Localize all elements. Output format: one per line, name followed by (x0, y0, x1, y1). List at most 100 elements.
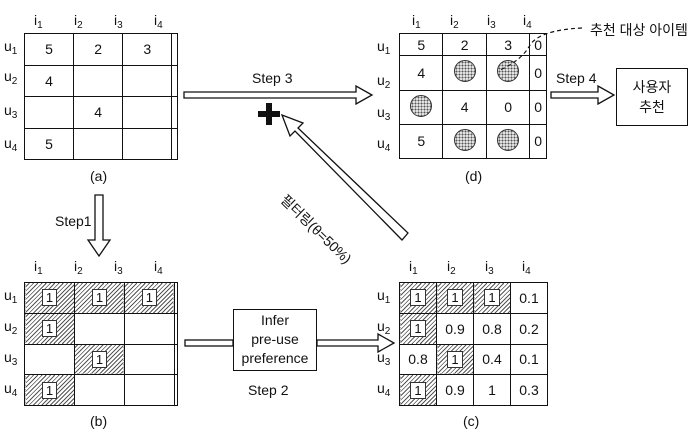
row-header: u1 (4, 38, 18, 57)
cell: 4 (442, 89, 487, 125)
cell (485, 123, 531, 160)
recommend-dot-icon (453, 60, 476, 83)
row-header: u4 (4, 135, 18, 154)
col-header: i3 (114, 258, 123, 277)
cell: 4 (398, 55, 444, 91)
row-header: u3 (4, 349, 18, 368)
step1-arrow (86, 194, 112, 258)
plus-icon (258, 103, 280, 125)
col-header: i4 (154, 12, 163, 31)
col-header: i1 (412, 12, 421, 31)
cell (23, 96, 75, 129)
cell: 1 (473, 282, 511, 314)
preference-grid-c: 1 1 1 0.1 1 0.9 0.8 0.2 0.8 1 0.4 0.1 1 … (399, 282, 548, 406)
cell (485, 55, 531, 91)
step2-arrow-left (184, 339, 234, 347)
infer-line: pre-use (251, 331, 299, 347)
cell: 0.9 (436, 374, 474, 406)
row-header: u4 (377, 135, 391, 154)
cell: 0.3 (510, 374, 548, 406)
user-rec-line: 사용자 (632, 79, 672, 95)
row-header: u2 (377, 318, 391, 337)
cell (398, 89, 444, 125)
col-header: i2 (74, 258, 83, 277)
cell: 0.1 (510, 282, 548, 314)
step3-label: Step 3 (252, 70, 293, 86)
cell (122, 64, 173, 97)
cell: 1 (436, 282, 474, 314)
filter-arrow (280, 113, 409, 241)
cell: 1 (73, 343, 125, 376)
cell: 5 (398, 123, 444, 160)
row-header: u4 (377, 380, 391, 399)
recommend-dot-icon (453, 128, 476, 151)
user-rec-line: 추천 (639, 99, 665, 115)
cell: 0 (529, 32, 547, 57)
cell: 2 (73, 33, 124, 66)
step4-arrow (550, 84, 616, 106)
row-header: u1 (4, 287, 18, 306)
recommendation-grid-d: 5 2 3 0 4 0 4 0 0 5 0 (398, 32, 547, 160)
row-header: u3 (377, 349, 391, 368)
infer-line: preference (241, 350, 309, 366)
col-header: i2 (450, 12, 459, 31)
col-header: i3 (114, 12, 123, 31)
cell (123, 374, 175, 406)
row-header: u3 (4, 102, 18, 121)
cell: 1 (399, 312, 437, 345)
user-recommendation-box: 사용자 추천 (616, 68, 688, 126)
step1-label: Step1 (55, 213, 92, 229)
cell: 5 (398, 32, 444, 57)
infer-preference-box: Infer pre-use preference (233, 309, 317, 371)
row-header: u1 (377, 38, 391, 57)
cell: 1 (24, 374, 75, 406)
cell: 3 (485, 32, 531, 57)
row-header: u2 (4, 68, 18, 87)
col-header: i1 (34, 258, 43, 277)
cell (173, 374, 179, 406)
step4-label: Step 4 (556, 70, 597, 86)
col-header: i4 (522, 258, 531, 277)
col-header: i2 (447, 258, 456, 277)
caption-b: (b) (90, 413, 108, 429)
col-header: i4 (523, 12, 532, 31)
cell: 1 (473, 374, 511, 406)
cell (73, 312, 125, 345)
col-header: i3 (485, 258, 494, 277)
col-header: i3 (487, 12, 496, 31)
recommend-dot-icon (497, 60, 520, 83)
recommend-dot-icon (410, 94, 433, 117)
cell: 0.2 (510, 312, 548, 345)
col-header: i4 (154, 258, 163, 277)
cell: 1 (24, 312, 75, 345)
binary-grid-b: 1 1 1 1 1 1 (24, 282, 179, 406)
cell: 2 (442, 32, 487, 57)
cell: 1 (399, 374, 437, 406)
recommend-target-label: 추천 대상 아이템 (590, 22, 688, 38)
caption-d: (d) (465, 168, 483, 184)
step3-arrow (183, 84, 374, 106)
row-header: u1 (377, 287, 391, 306)
cell (442, 123, 487, 160)
row-header: u2 (377, 72, 391, 91)
cell (122, 127, 173, 160)
target-leader-line (499, 27, 583, 71)
col-header: i1 (34, 12, 43, 31)
cell (442, 55, 487, 91)
cell: 0.8 (399, 343, 437, 376)
step2-arrow-right (316, 332, 396, 354)
recommend-dot-icon (497, 128, 520, 151)
col-header: i2 (74, 12, 83, 31)
cell: 0.8 (473, 312, 511, 345)
cell: 0 (485, 89, 531, 125)
col-header: i1 (409, 258, 418, 277)
cell: 1 (399, 282, 437, 314)
step2-label: Step 2 (248, 382, 289, 398)
cell: 5 (23, 127, 75, 160)
cell: 0.1 (510, 343, 548, 376)
infer-line: Infer (260, 312, 289, 328)
cell: 0 (529, 123, 547, 160)
row-header: u4 (4, 380, 18, 399)
